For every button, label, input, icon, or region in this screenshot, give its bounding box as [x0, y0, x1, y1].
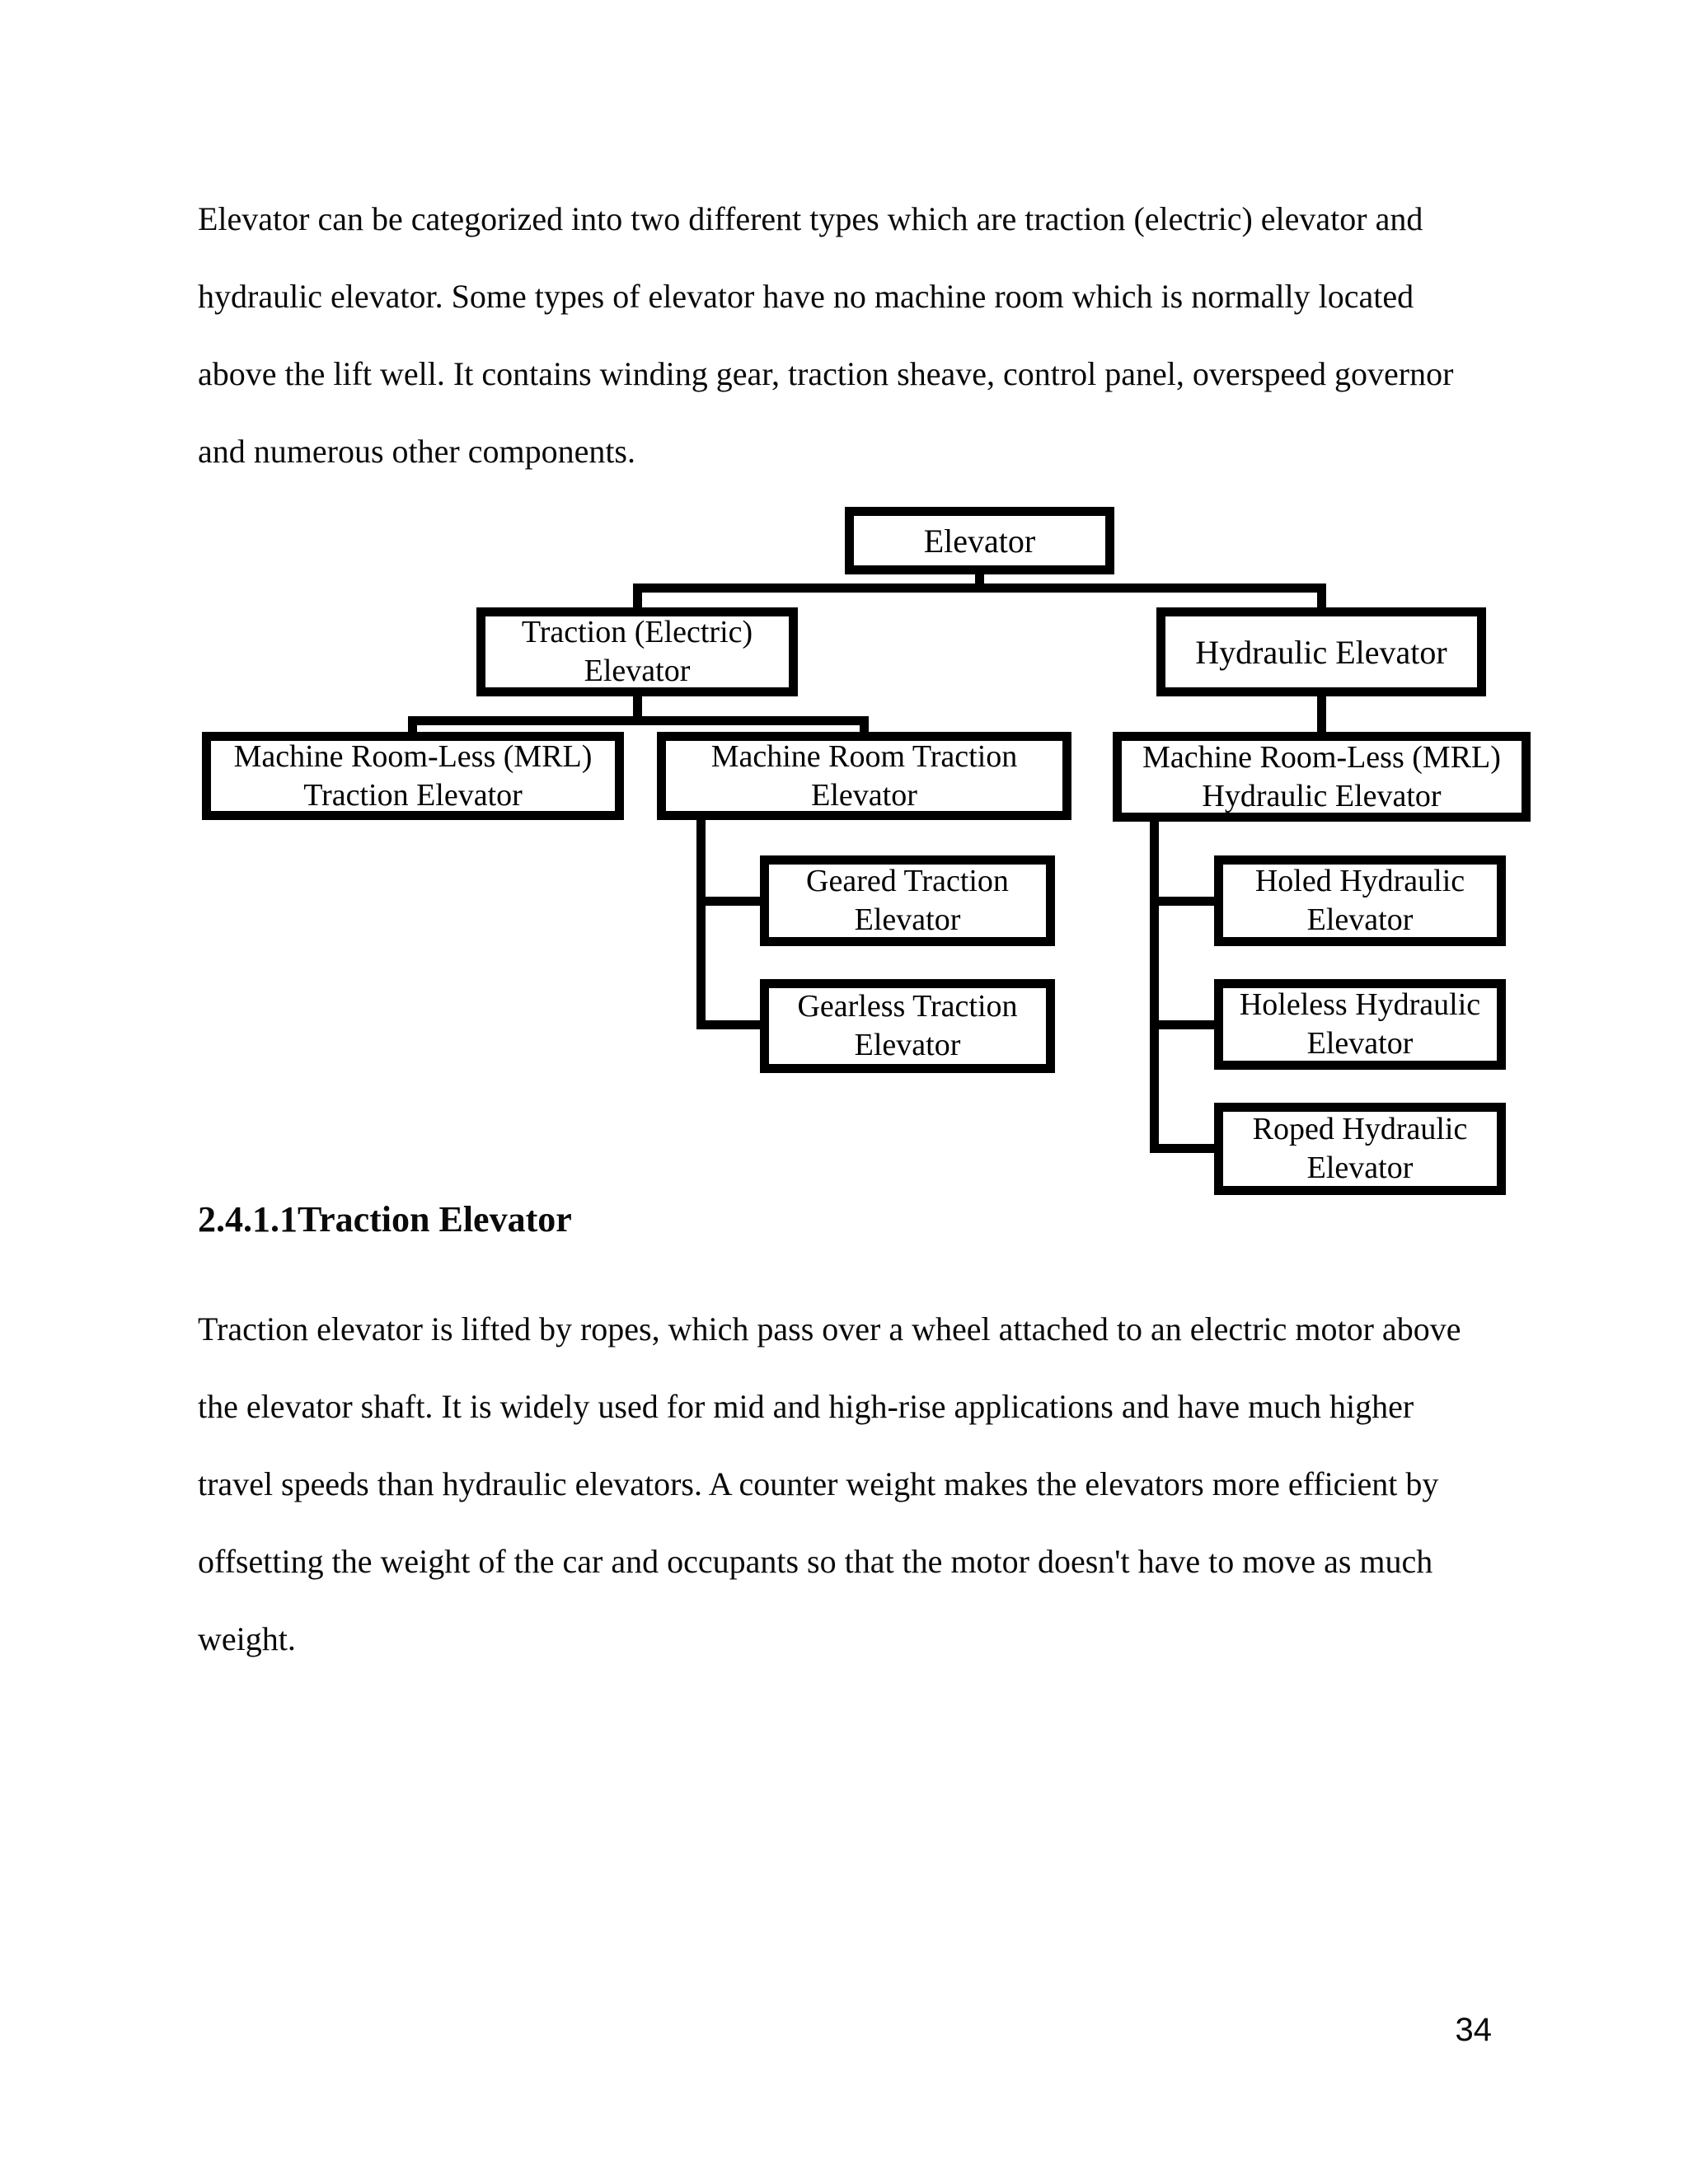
diagram-node-label-line: Traction (Electric) — [521, 615, 753, 649]
diagram-node-label-line: Hydraulic Elevator — [1202, 778, 1442, 813]
paragraph2-line4: offsetting the weight of the car and occ… — [198, 1543, 1433, 1580]
diagram-node-label-line: Gearless Traction — [797, 989, 1018, 1024]
diagram-node-traction-electric-elevator: Traction (Electric) Elevator — [476, 607, 798, 696]
diagram-node-holed-hydraulic-elevator: Holed Hydraulic Elevator — [1214, 855, 1506, 946]
connector-mr-traction-vertical — [696, 820, 706, 1029]
diagram-node-label-line: Traction Elevator — [303, 777, 523, 813]
connector-down-traction — [633, 583, 642, 612]
paragraph2-line5: weight. — [198, 1620, 296, 1657]
diagram-node-label-line: Machine Room-Less (MRL) — [233, 738, 593, 774]
diagram-node-machine-room-traction-elevator: Machine Room Traction Elevator — [657, 732, 1071, 820]
paragraph1-line1: Elevator can be categorized into two dif… — [198, 200, 1423, 237]
diagram-node-label-line: Hydraulic Elevator — [1195, 633, 1447, 671]
diagram-node-mrl-traction-elevator: Machine Room-Less (MRL) Traction Elevato… — [202, 732, 624, 820]
diagram-node-roped-hydraulic-elevator: Roped Hydraulic Elevator — [1214, 1103, 1506, 1195]
diagram-node-label-line: Machine Room Traction — [710, 738, 1018, 774]
diagram-node-label-line: Geared Traction — [806, 864, 1009, 898]
connector-stub-geared — [701, 897, 763, 906]
diagram-node-hydraulic-elevator: Hydraulic Elevator — [1156, 607, 1486, 696]
section-heading: 2.4.1.1Traction Elevator — [198, 1199, 572, 1240]
paragraph2-line2: the elevator shaft. It is widely used fo… — [198, 1388, 1414, 1425]
connector-stub-roped — [1155, 1144, 1217, 1153]
diagram-node-geared-traction-elevator: Geared Traction Elevator — [760, 855, 1055, 946]
diagram-node-label-line: Holed Hydraulic — [1254, 864, 1465, 898]
connector-down-mrl-traction — [408, 716, 417, 737]
diagram-node-label-line: Elevator — [1306, 1151, 1414, 1185]
diagram-node-label-line: Elevator — [1306, 1026, 1414, 1061]
connector-down-mr-traction — [860, 716, 869, 737]
connector-stub-holeless — [1155, 1020, 1217, 1029]
diagram-node-label-line: Elevator — [1306, 902, 1414, 937]
diagram-node-label-line: Machine Room-Less (MRL) — [1142, 739, 1501, 775]
page-number: 34 — [1455, 2012, 1493, 2048]
diagram-node-gearless-traction-elevator: Gearless Traction Elevator — [760, 979, 1055, 1073]
diagram-node-label-line: Elevator — [854, 1028, 961, 1062]
paragraph1-line3: above the lift well. It contains winding… — [198, 355, 1454, 392]
connector-mrl-hydraulic-vertical — [1150, 822, 1159, 1153]
paragraph2-line3: travel speeds than hydraulic elevators. … — [198, 1465, 1439, 1502]
diagram-node-label-line: Holeless Hydraulic — [1239, 987, 1481, 1022]
connector-stub-gearless — [701, 1020, 763, 1029]
diagram-node-elevator: Elevator — [845, 507, 1114, 574]
connector-traction-stub — [633, 696, 642, 721]
paragraph1-line2: hydraulic elevator. Some types of elevat… — [198, 278, 1414, 315]
paragraph1-line4: and numerous other components. — [198, 433, 635, 470]
diagram-node-label-line: Roped Hydraulic — [1252, 1112, 1468, 1146]
connector-down-hydraulic — [1317, 583, 1326, 612]
diagram-node-label-line: Elevator — [811, 777, 917, 813]
connector-level1-horizontal — [633, 583, 1326, 593]
connector-hydraulic-vertical — [1317, 696, 1326, 737]
connector-stub-holed — [1155, 897, 1217, 906]
connector-level2-horizontal — [408, 716, 869, 725]
diagram-node-mrl-hydraulic-elevator: Machine Room-Less (MRL) Hydraulic Elevat… — [1113, 732, 1531, 822]
diagram-node-label-line: Elevator — [584, 654, 691, 688]
diagram-node-label-line: Elevator — [854, 902, 961, 937]
diagram-node-elevator-label: Elevator — [923, 522, 1036, 560]
diagram-node-holeless-hydraulic-elevator: Holeless Hydraulic Elevator — [1214, 979, 1506, 1070]
paragraph2-line1: Traction elevator is lifted by ropes, wh… — [198, 1310, 1461, 1347]
